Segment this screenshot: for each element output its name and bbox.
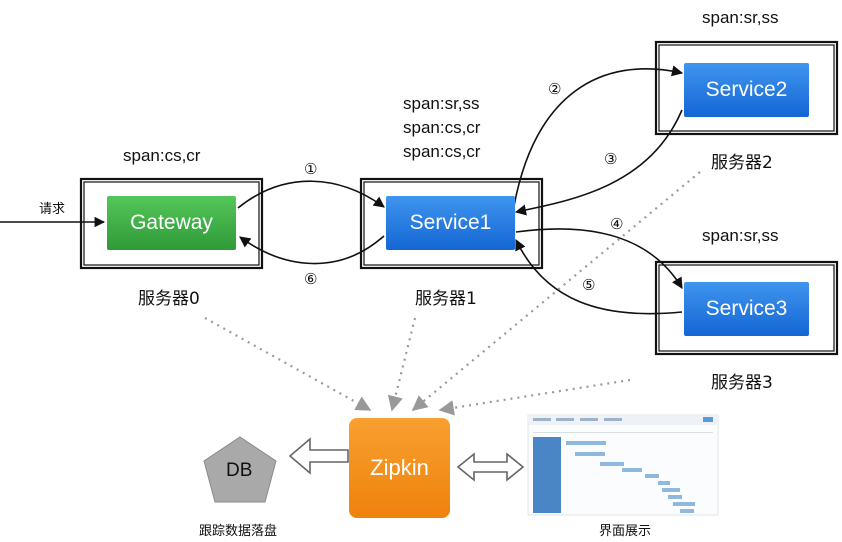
- step-marker-1: ①: [304, 160, 318, 178]
- span-label-service1-line1: span:sr,ss: [403, 94, 480, 113]
- db-label: DB: [226, 460, 253, 481]
- zipkin-node: Zipkin: [349, 418, 450, 518]
- report-line-server3: [438, 378, 631, 416]
- service2-node: Service2: [684, 63, 809, 117]
- arrow-step-1: [237, 180, 385, 209]
- arrow-step-2: [513, 65, 684, 207]
- server-frame-1: [359, 177, 544, 270]
- zipkin-ui-thumbnail: [527, 414, 719, 516]
- server-frame-2: [654, 40, 839, 136]
- server-label-0: 服务器0: [138, 289, 200, 309]
- span-label-service2: span:sr,ss: [702, 8, 779, 27]
- ui-double-arrow: [456, 452, 525, 482]
- arrow-step-4: [515, 228, 683, 289]
- server-label-1: 服务器1: [415, 289, 477, 309]
- report-line-server1: [387, 317, 417, 412]
- span-label-service3: span:sr,ss: [702, 226, 779, 245]
- request-label: 请求: [39, 202, 66, 217]
- db-hollow-arrow: [288, 437, 349, 475]
- arrow-step-6: [239, 235, 385, 265]
- step-marker-3: ③: [604, 150, 618, 168]
- step-marker-4: ④: [610, 215, 624, 233]
- db-caption: 跟踪数据落盘: [199, 524, 278, 539]
- server-label-3: 服务器3: [711, 373, 773, 393]
- service1-node: Service1: [386, 196, 515, 250]
- span-label-service1-line2: span:cs,cr: [403, 118, 481, 137]
- db-shape: [203, 436, 277, 503]
- arrow-step-5: [515, 238, 683, 315]
- gateway-node: Gateway: [107, 196, 236, 250]
- server-frame-3: [654, 260, 839, 356]
- span-label-gateway: span:cs,cr: [123, 146, 201, 165]
- service3-node: Service3: [684, 282, 809, 336]
- server-label-2: 服务器2: [711, 153, 773, 173]
- ui-caption: 界面展示: [599, 524, 652, 539]
- span-label-service1-line3: span:cs,cr: [403, 142, 481, 161]
- step-marker-2: ②: [548, 80, 562, 98]
- step-marker-6: ⑥: [304, 270, 318, 288]
- step-marker-5: ⑤: [582, 276, 596, 294]
- report-line-server0: [204, 317, 372, 411]
- arrow-step-3: [514, 109, 683, 216]
- server-frame-0: [79, 177, 264, 270]
